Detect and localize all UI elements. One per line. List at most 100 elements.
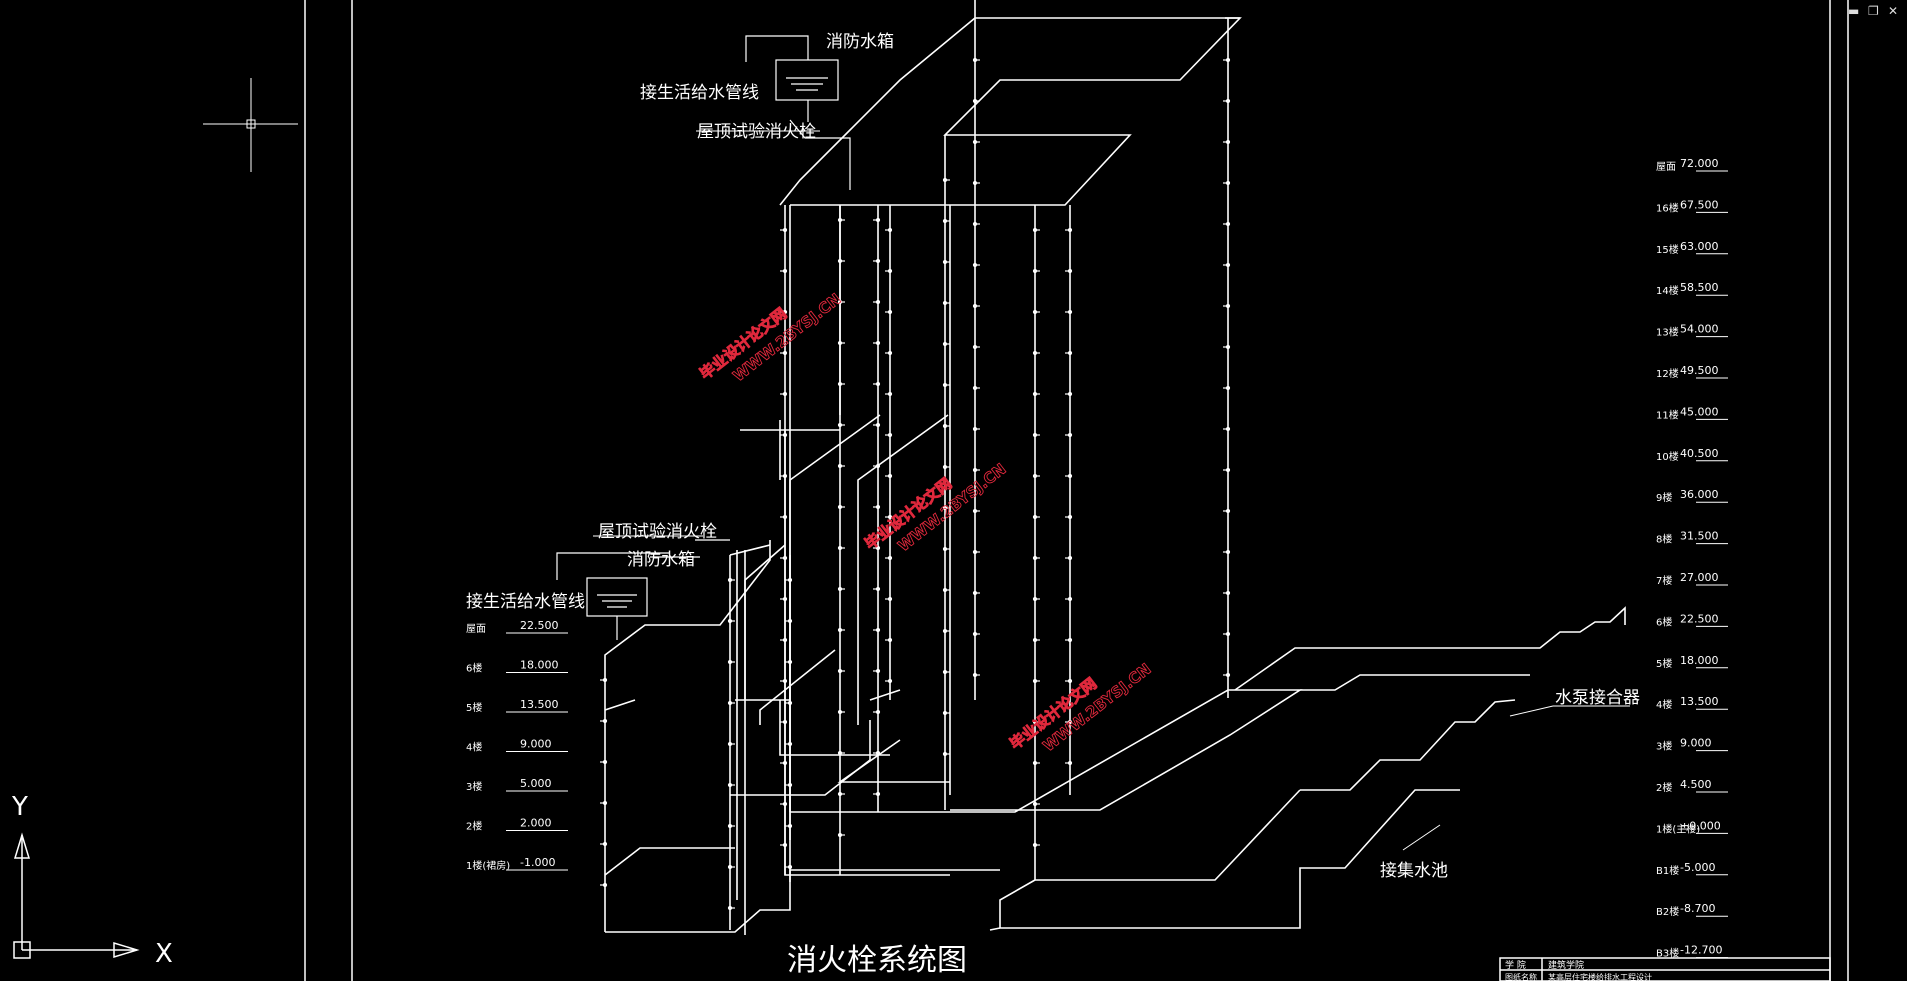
hydrant-node [887,637,893,643]
hydrant-node [887,309,893,315]
hydrant-node [837,422,843,428]
hydrant-node [1067,391,1073,397]
hydrant-node [887,268,893,274]
hydrant-node [887,678,893,684]
hydrant-node [1225,262,1231,268]
title-block-drawing-label: 图纸名称 [1505,972,1537,981]
hydrant-node [602,677,608,683]
hydrant-node [1032,842,1038,848]
hydrant-node [1067,350,1073,356]
level-elevation: 13.500 [520,698,559,711]
level-floor: 1楼(主楼) [1656,822,1700,835]
hydrant-node [1032,227,1038,233]
hydrant-node [875,299,881,305]
level-elevation: 18.000 [520,659,559,672]
hydrant-node [782,842,788,848]
hydrant-node [1032,555,1038,561]
level-floor: 2楼 [1656,781,1672,794]
drawing-title: 消火栓系统图 [787,943,967,978]
hydrant-node [1225,508,1231,514]
hydrant-node [942,710,948,716]
close-button[interactable]: ✕ [1888,4,1899,18]
hydrant-node [787,782,793,788]
minimize-button[interactable]: ▬ [1848,4,1860,18]
hydrant-node [1067,432,1073,438]
level-floor: 4楼 [1656,698,1672,711]
hydrant-node [727,864,733,870]
top-tank-lines [745,35,851,190]
hydrant-node [1225,549,1231,555]
level-elevation: 27.000 [1680,571,1719,584]
hydrant-node [1225,426,1231,432]
hydrant-node [837,299,843,305]
hydrant-node [837,832,843,838]
level-elevation: 2.000 [520,817,552,830]
hydrant-node [972,467,978,473]
hydrant-node [837,463,843,469]
hydrant-node [1225,467,1231,473]
hydrant-node [972,426,978,432]
level-floor: B1楼 [1656,864,1679,877]
hydrant-node [875,463,881,469]
hydrant-node [837,217,843,223]
hydrant-node [787,864,793,870]
hydrant-node [1067,596,1073,602]
hydrant-node [875,340,881,346]
label-tank-left: 消防水箱 [627,550,695,570]
hydrant-node [1225,139,1231,145]
level-floor: 15楼 [1656,243,1679,256]
watermark-3: 毕业设计论文网 WWW.2BYSJ.CN [1006,659,1155,755]
level-floor: 10楼 [1656,450,1679,463]
hydrant-node [887,391,893,397]
ucs-y-label: Y [11,792,28,822]
hydrant-node [1067,268,1073,274]
hydrant-node [1067,719,1073,725]
podium-tank-lines [556,539,730,640]
hydrant-node [1032,473,1038,479]
hydrant-node [887,227,893,233]
hydrant-node [942,300,948,306]
hydrant-node [972,262,978,268]
level-floor: 屋面 [466,623,486,635]
hydrant-node [875,586,881,592]
hydrant-node [1032,391,1038,397]
hydrant-node [837,504,843,510]
hydrant-node [782,268,788,274]
drawing-frame [304,0,1849,981]
hydrant-node [887,473,893,479]
level-elevation: 49.500 [1680,364,1719,377]
hydrant-node [1032,350,1038,356]
watermark-1: 毕业设计论文网 WWW.2BYSJ.CN [696,289,845,385]
hydrant-node [837,668,843,674]
hydrant-node [787,618,793,624]
hydrant-node [1032,760,1038,766]
hydrant-node [942,546,948,552]
hydrant-node [782,555,788,561]
level-elevation: 18.000 [1680,654,1719,667]
level-floor: 14楼 [1656,284,1679,297]
restore-button[interactable]: ❐ [1868,4,1879,18]
level-right-row: B1楼-5.000 [1656,861,1728,877]
hydrant-node [1067,473,1073,479]
hydrant-node [782,596,788,602]
hydrant-node [727,782,733,788]
hydrant-node [1067,678,1073,684]
hydrant-node [942,628,948,634]
hydrant-node [1067,637,1073,643]
level-floor: 8楼 [1656,533,1672,546]
hydrant-node [782,432,788,438]
level-floor: 屋面 [1656,161,1676,173]
hydrant-node [602,718,608,724]
level-right-row: B3楼-12.700 [1656,944,1728,960]
hydrant-node [887,596,893,602]
level-floor: 2楼 [466,820,482,833]
hydrant-node [887,350,893,356]
hydrant-node [942,177,948,183]
hydrant-node [942,423,948,429]
hydrant-node [972,344,978,350]
